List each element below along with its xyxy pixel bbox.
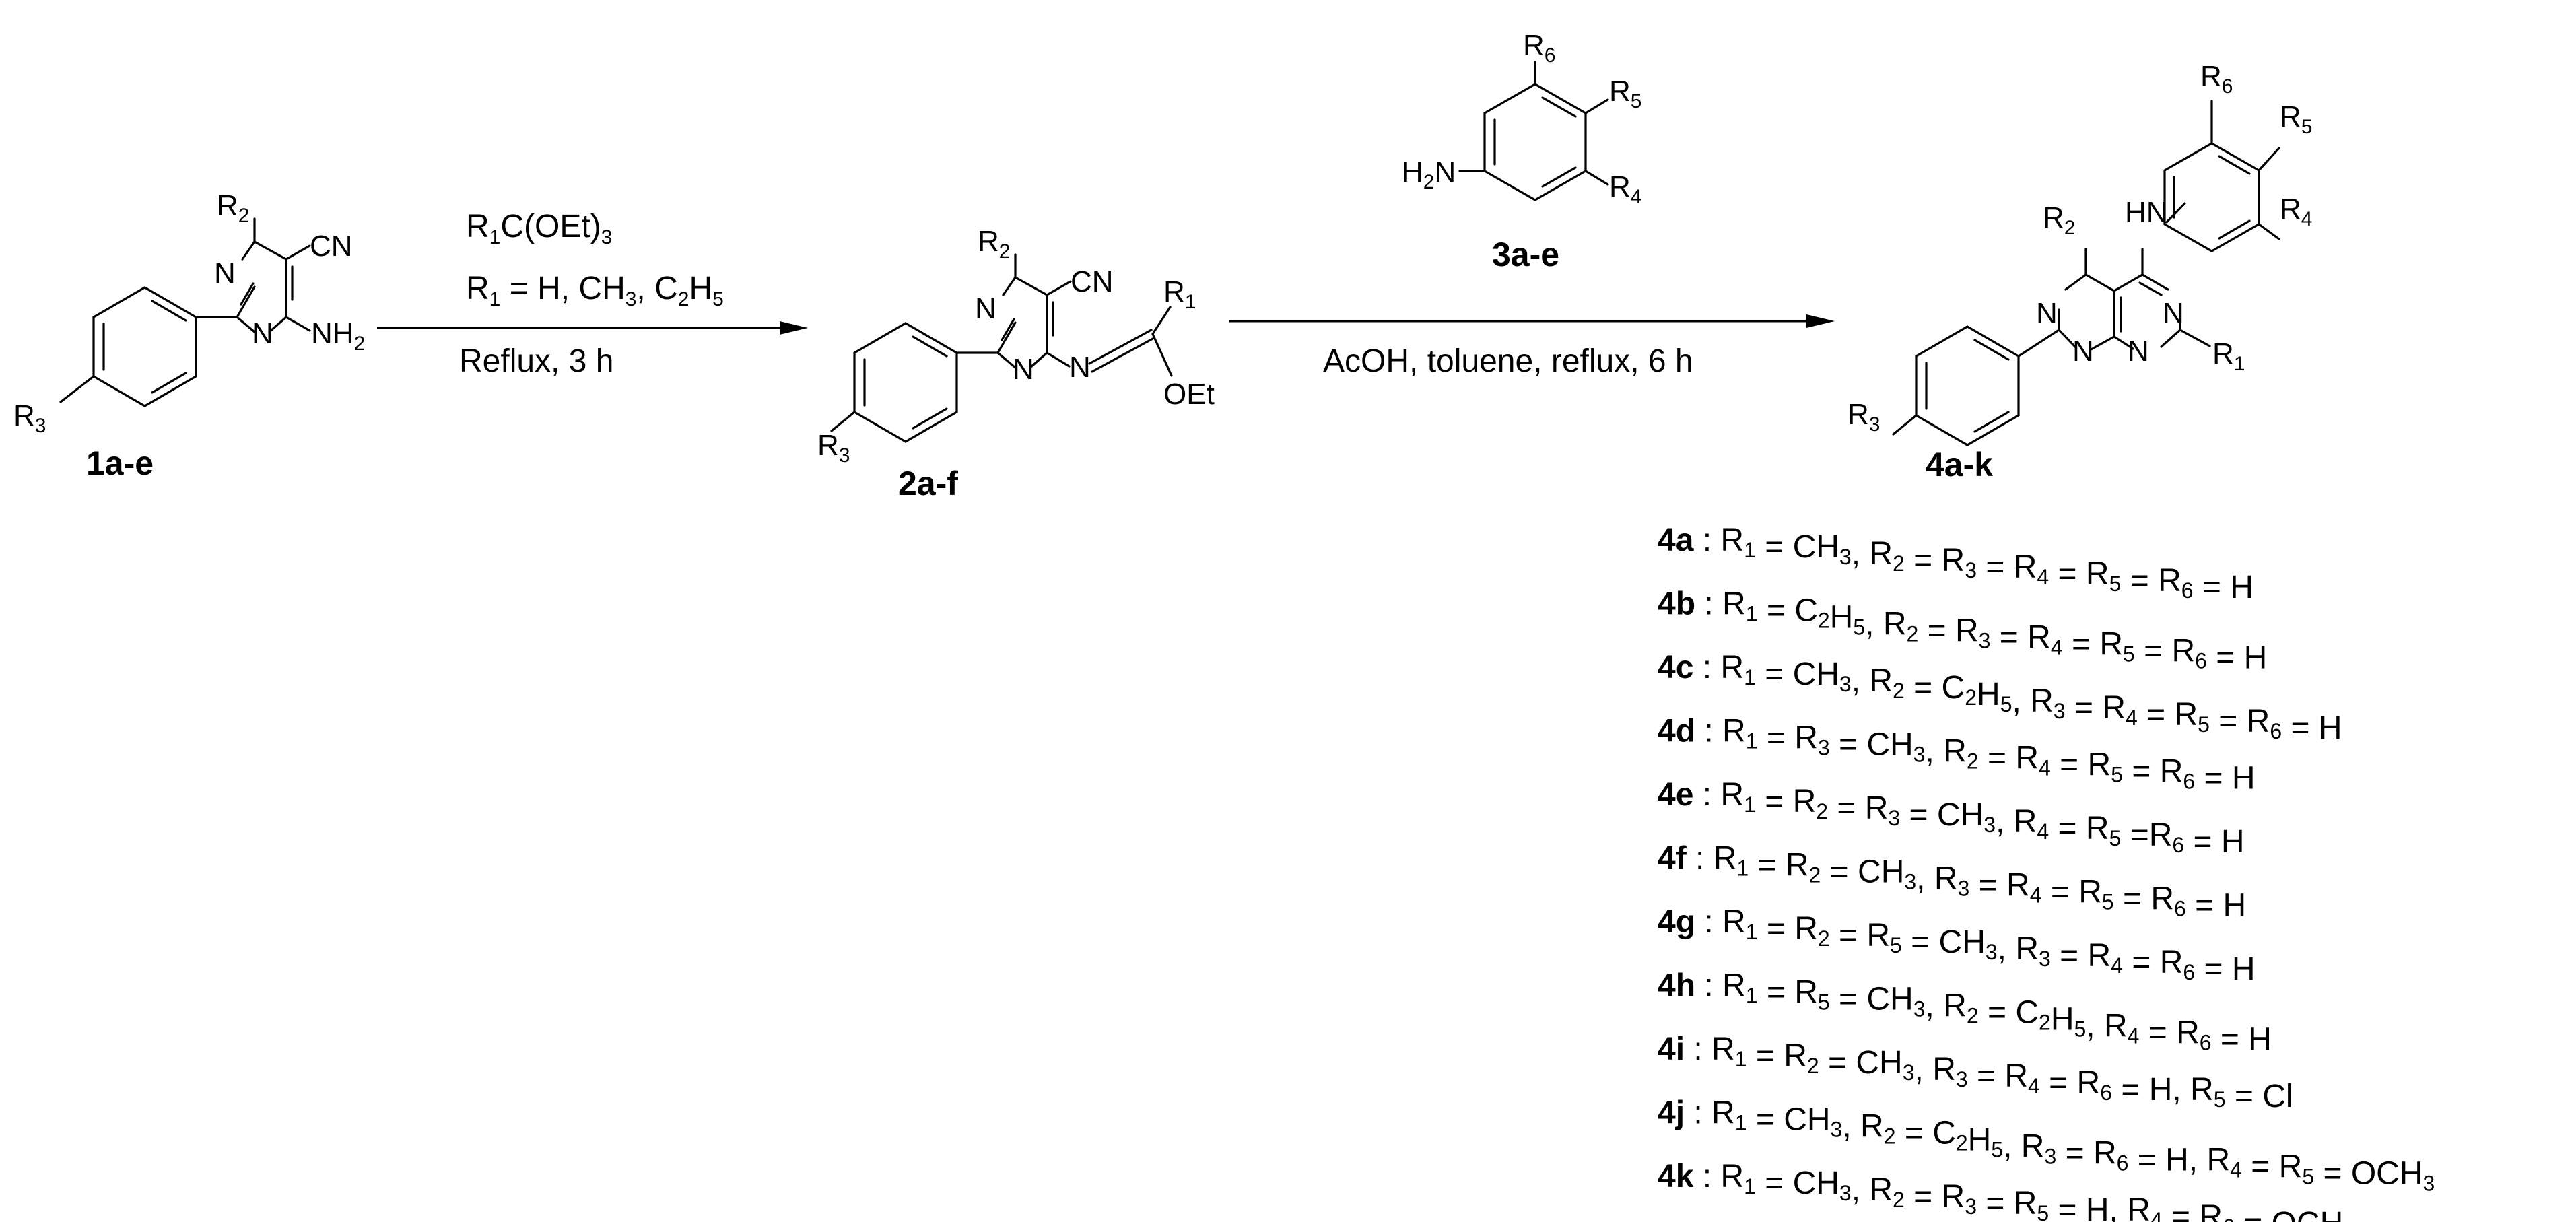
reagent-line-2: R1 = H, CH3, C2H5 bbox=[466, 271, 724, 310]
atom-R1: R1 bbox=[1163, 275, 1196, 313]
substituent-row-4i: 4i : R1 = R2 = CH3, R3 = R4 = R6 = H, R5… bbox=[1658, 1031, 2293, 1114]
reagent-line-1: R1C(OEt)3 bbox=[466, 209, 612, 248]
atom-OEt: OEt bbox=[1163, 378, 1215, 411]
atom-N: N bbox=[2072, 335, 2094, 368]
compound-4-structure bbox=[1892, 100, 2280, 446]
reaction-condition-1: Reflux, 3 h bbox=[459, 343, 613, 379]
compound-3-structure bbox=[1458, 61, 1609, 201]
substituent-table: 4a : R1 = CH3, R2 = R3 = R4 = R5 = R6 = … bbox=[1658, 522, 2435, 1222]
arrowhead-2 bbox=[1806, 314, 1835, 328]
atom-N: N bbox=[1013, 353, 1034, 386]
atom-R2: R2 bbox=[978, 225, 1010, 263]
atom-N: N bbox=[2036, 297, 2058, 330]
atom-R3: R3 bbox=[817, 429, 850, 467]
atom-N: N bbox=[2128, 335, 2149, 368]
atom-R4: R4 bbox=[1609, 170, 1641, 208]
compound-1-label: 1a-e bbox=[86, 444, 154, 482]
atom-R2: R2 bbox=[217, 189, 249, 227]
substituent-row-4b: 4b : R1 = C2H5, R2 = R3 = R4 = R5 = R6 =… bbox=[1658, 586, 2267, 676]
compound-1-structure bbox=[59, 217, 311, 407]
substituent-row-4e: 4e : R1 = R2 = R3 = CH3, R4 = R5 =R6 = H bbox=[1658, 777, 2245, 860]
substituent-row-4k: 4k : R1 = CH3, R2 = R3 = R5 = H, R4 = R6… bbox=[1658, 1159, 2355, 1222]
substituent-row-4a: 4a : R1 = CH3, R2 = R3 = R4 = R5 = R6 = … bbox=[1658, 522, 2253, 605]
atom-CN: CN bbox=[310, 230, 353, 263]
atom-NH2: NH2 bbox=[311, 317, 365, 355]
atom-N: N bbox=[975, 292, 996, 325]
substituent-row-4f: 4f : R1 = R2 = CH3, R3 = R4 = R5 = R6 = … bbox=[1658, 841, 2246, 924]
atom-N: N bbox=[252, 317, 273, 350]
atom-R6: R6 bbox=[2200, 60, 2233, 98]
arrowhead-1 bbox=[780, 321, 808, 335]
compound-2-label: 2a-f bbox=[898, 465, 958, 502]
atom-R4: R4 bbox=[2280, 193, 2312, 230]
atom-N: N bbox=[2163, 297, 2184, 330]
atom-R5: R5 bbox=[1609, 75, 1641, 112]
substituent-row-4g: 4g : R1 = R2 = R5 = CH3, R3 = R4 = R6 = … bbox=[1658, 904, 2256, 987]
substituent-row-4c: 4c : R1 = CH3, R2 = C2H5, R3 = R4 = R5 =… bbox=[1658, 650, 2342, 746]
atom-N: N bbox=[214, 257, 236, 290]
atom-N: N bbox=[1069, 351, 1091, 384]
atom-R3: R3 bbox=[1848, 398, 1880, 436]
compound-2-structure bbox=[830, 253, 1173, 443]
compound-4-label: 4a-k bbox=[1926, 446, 1993, 483]
atom-R5: R5 bbox=[2280, 100, 2312, 138]
atom-R2: R2 bbox=[2043, 201, 2075, 239]
reaction-condition-2: AcOH, toluene, reflux, 6 h bbox=[1323, 343, 1693, 379]
substituent-row-4d: 4d : R1 = R3 = CH3, R2 = R4 = R5 = R6 = … bbox=[1658, 714, 2256, 796]
atom-CN: CN bbox=[1071, 265, 1114, 298]
atom-HN: HN bbox=[2125, 196, 2168, 229]
substituent-row-4j: 4j : R1 = CH3, R2 = C2H5, R3 = R6 = H, R… bbox=[1658, 1095, 2435, 1196]
substituent-row-4h: 4h : R1 = R5 = CH3, R2 = C2H5, R4 = R6 =… bbox=[1658, 968, 2272, 1058]
compound-3-label: 3a-e bbox=[1492, 236, 1559, 273]
atom-R6: R6 bbox=[1523, 29, 1555, 67]
atom-R1: R1 bbox=[2212, 337, 2245, 375]
atom-H2N: H2N bbox=[1402, 156, 1456, 193]
atom-R3: R3 bbox=[13, 399, 46, 437]
